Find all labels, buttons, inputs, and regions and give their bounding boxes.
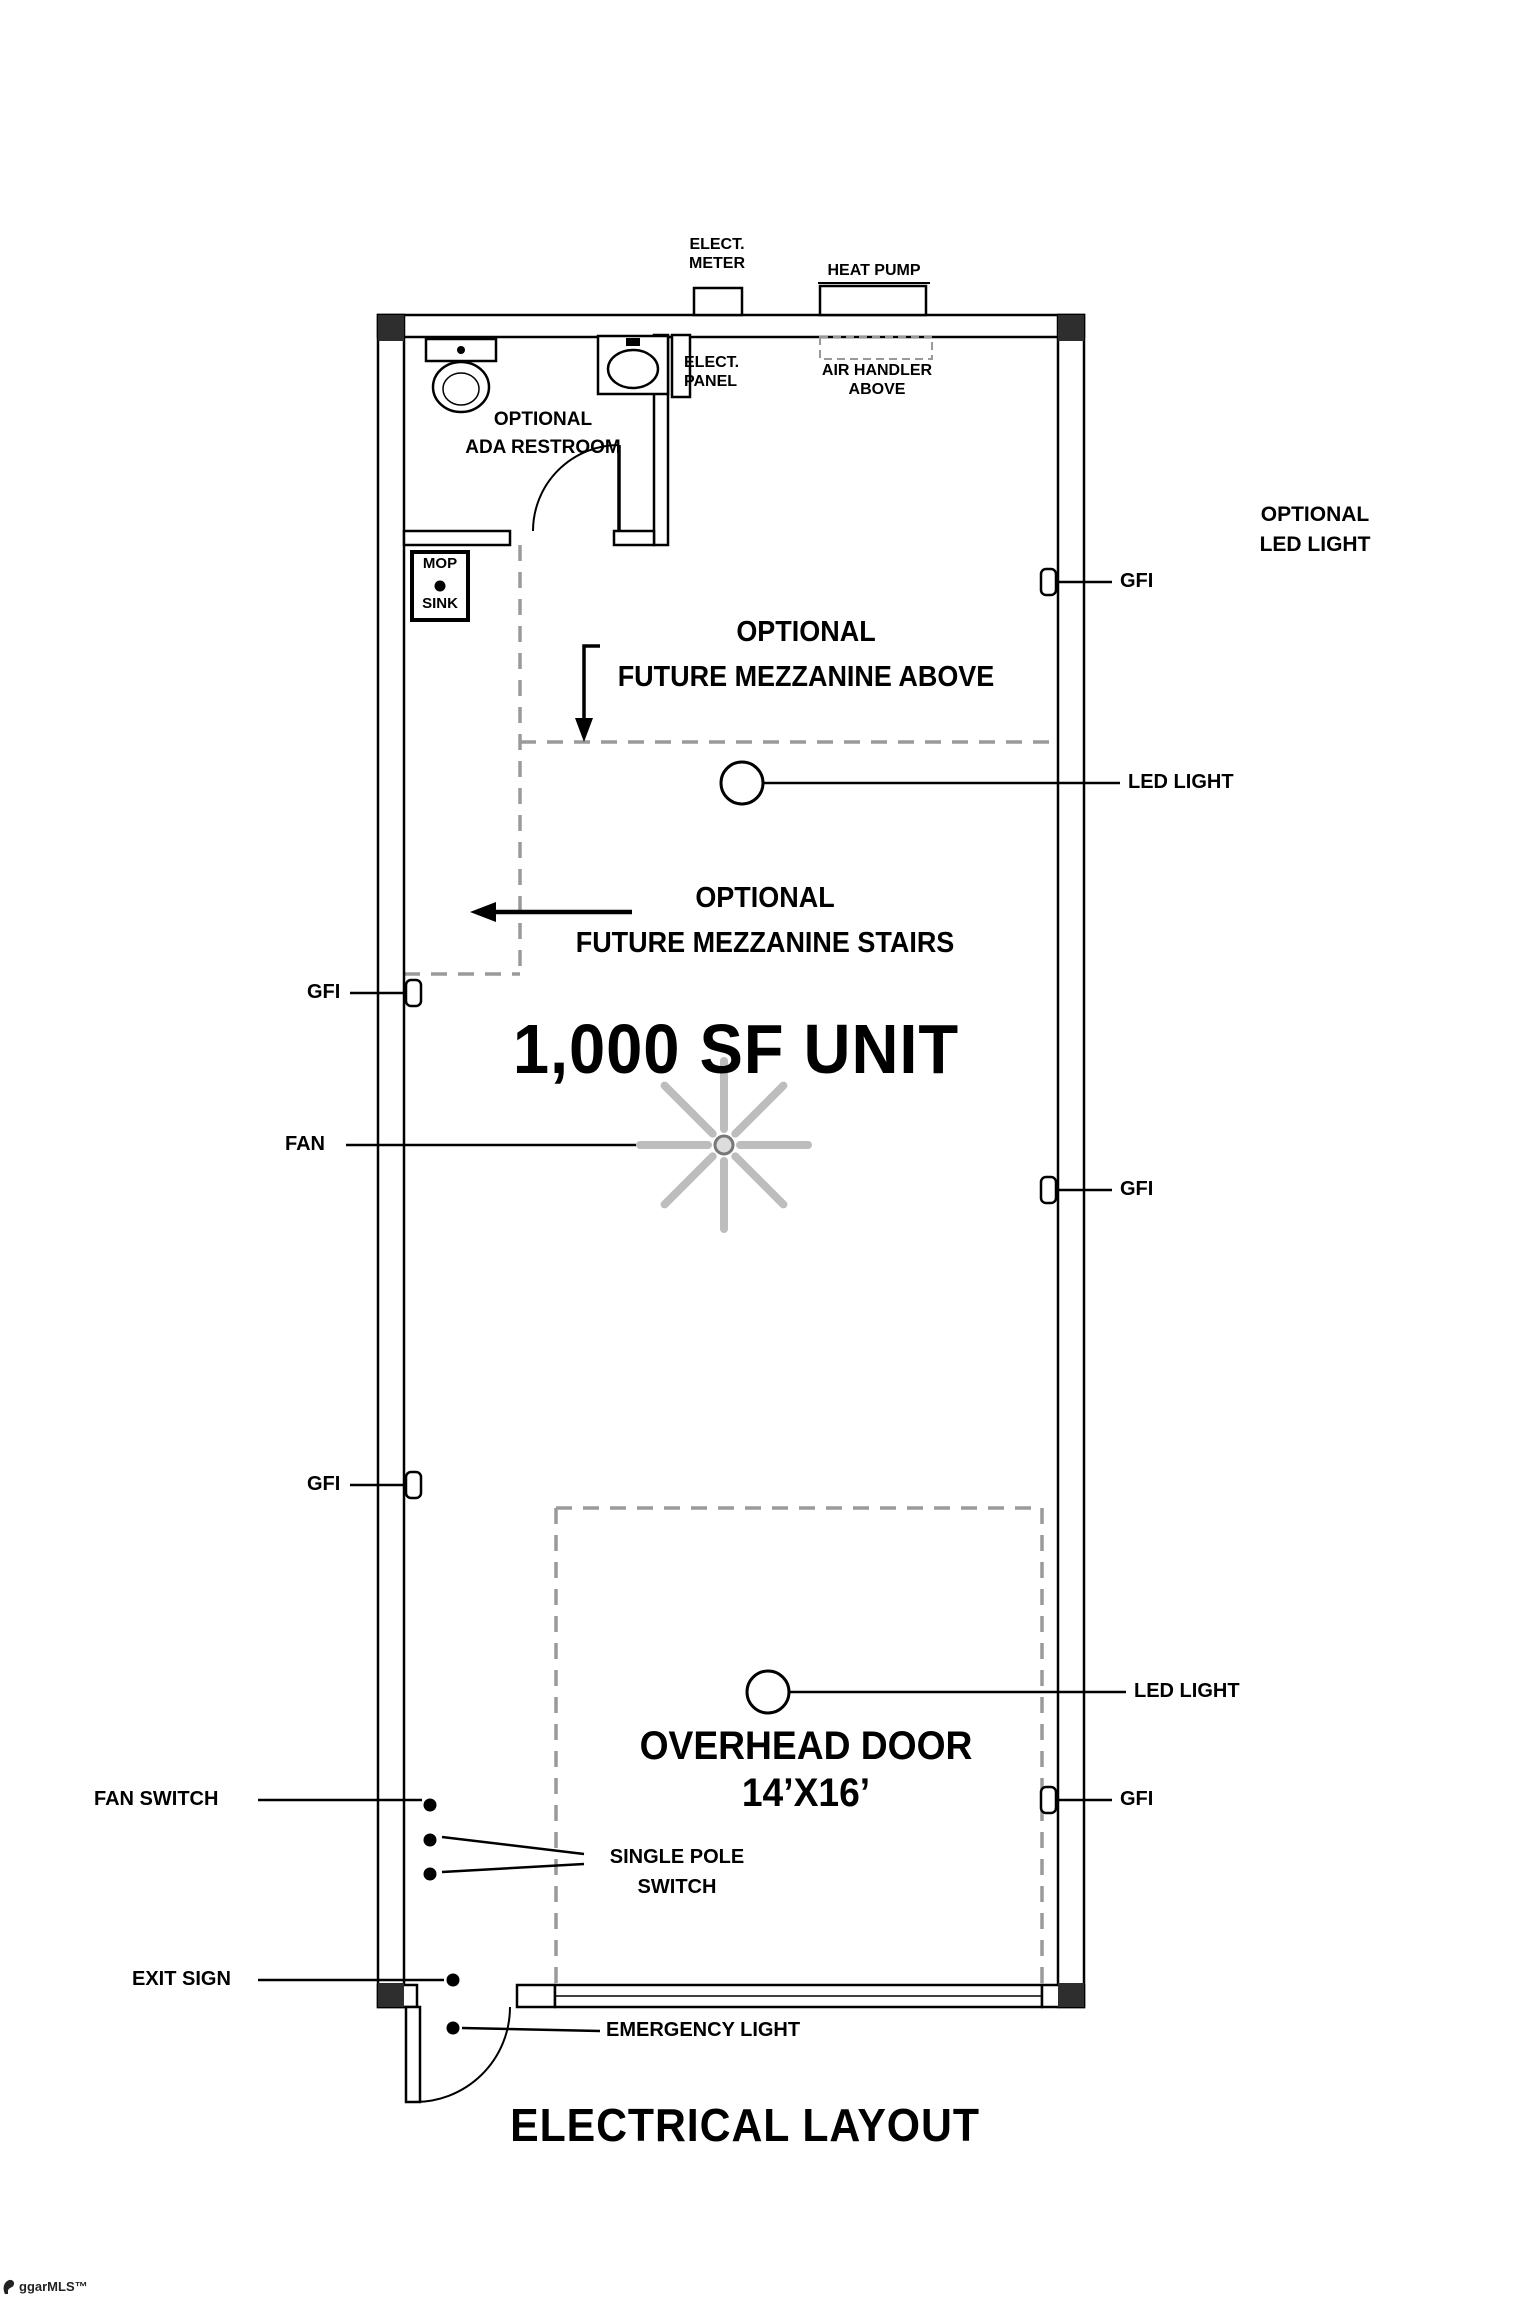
watermark: ggarMLS™ xyxy=(2,2278,88,2295)
sink-fixture xyxy=(596,334,670,396)
emergency-light-dot xyxy=(446,2021,460,2035)
top-wall xyxy=(376,313,1086,339)
fan-switch-callout: FAN SWITCH xyxy=(94,1788,219,1810)
gfi-callout-left-1: GFI xyxy=(307,981,341,1003)
single-pole-switch-dot-1 xyxy=(423,1833,437,1847)
mop-sink-label-bottom: SINK xyxy=(422,595,458,612)
air-handler-label: AIR HANDLER ABOVE xyxy=(821,362,933,398)
mezzanine-dashed-outline xyxy=(404,545,1058,976)
led-light-symbols xyxy=(719,760,791,1715)
fan-callout: FAN xyxy=(285,1133,325,1155)
corner-columns xyxy=(378,315,1084,2007)
overhead-door-dashed-outline xyxy=(554,1506,1044,1983)
elect-panel-box xyxy=(670,333,692,399)
watermark-text: ggarMLS™ xyxy=(19,2279,88,2294)
elect-meter-label: ELECT. METER xyxy=(689,236,745,272)
switch-dots xyxy=(423,1798,460,2035)
toilet-fixture xyxy=(424,337,498,414)
led-light-symbol-lower xyxy=(745,1669,791,1715)
bottom-wall-jamb xyxy=(515,1983,557,2009)
single-pole-switch-dot-2 xyxy=(423,1867,437,1881)
exit-sign-dot xyxy=(446,1973,460,1987)
ada-restroom-label: OPTIONAL ADA RESTROOM xyxy=(465,409,621,458)
mezzanine-above-arrow xyxy=(575,644,600,742)
elect-panel-label: ELECT. PANEL xyxy=(684,354,740,390)
gfi-callout-left-2: GFI xyxy=(307,1473,341,1495)
exit-sign-callout: EXIT SIGN xyxy=(132,1968,231,1990)
mezzanine-stairs-annotation: OPTIONAL FUTURE MEZZANINE STAIRS xyxy=(575,882,955,959)
gfi-callout-right-1: GFI xyxy=(1120,570,1154,592)
emergency-light-callout: EMERGENCY LIGHT xyxy=(606,2019,801,2041)
optional-led-light-annotation: OPTIONAL LED LIGHT xyxy=(1259,503,1371,556)
fan-switch-dot xyxy=(423,1798,437,1812)
left-wall xyxy=(376,313,406,2009)
watermark-logo-icon xyxy=(2,2278,17,2295)
gfi-callout-right-2: GFI xyxy=(1120,1178,1154,1200)
heat-pump-label: HEAT PUMP xyxy=(827,262,921,279)
unit-size-title: 1,000 SF UNIT xyxy=(512,1010,960,1088)
callout-lines xyxy=(258,580,1126,2033)
ceiling-fan-symbol xyxy=(636,1057,812,1233)
mezzanine-stairs-arrow xyxy=(470,902,632,922)
right-wall xyxy=(1056,313,1086,2009)
air-handler-box xyxy=(819,336,933,360)
heat-pump-box xyxy=(818,284,928,317)
led-light-callout-upper: LED LIGHT xyxy=(1128,771,1234,793)
gfi-callout-right-3: GFI xyxy=(1120,1788,1154,1810)
single-pole-switch-callout: SINGLE POLE SWITCH xyxy=(609,1846,745,1898)
drawing-title: ELECTRICAL LAYOUT xyxy=(510,2099,980,2151)
overhead-door-annotation: OVERHEAD DOOR 14’X16’ xyxy=(639,1724,973,1816)
equipment-boxes xyxy=(670,282,933,399)
gfi-outlets xyxy=(404,567,1058,1815)
mezzanine-above-annotation: OPTIONAL FUTURE MEZZANINE ABOVE xyxy=(617,616,995,693)
restroom-door xyxy=(532,444,621,532)
mop-sink-fixture xyxy=(410,550,470,622)
led-light-callout-lower: LED LIGHT xyxy=(1134,1680,1240,1702)
led-light-symbol-upper xyxy=(719,760,765,806)
mop-sink-label-top: MOP xyxy=(422,555,458,572)
elect-meter-box xyxy=(692,286,744,317)
entry-door xyxy=(404,2005,511,2104)
